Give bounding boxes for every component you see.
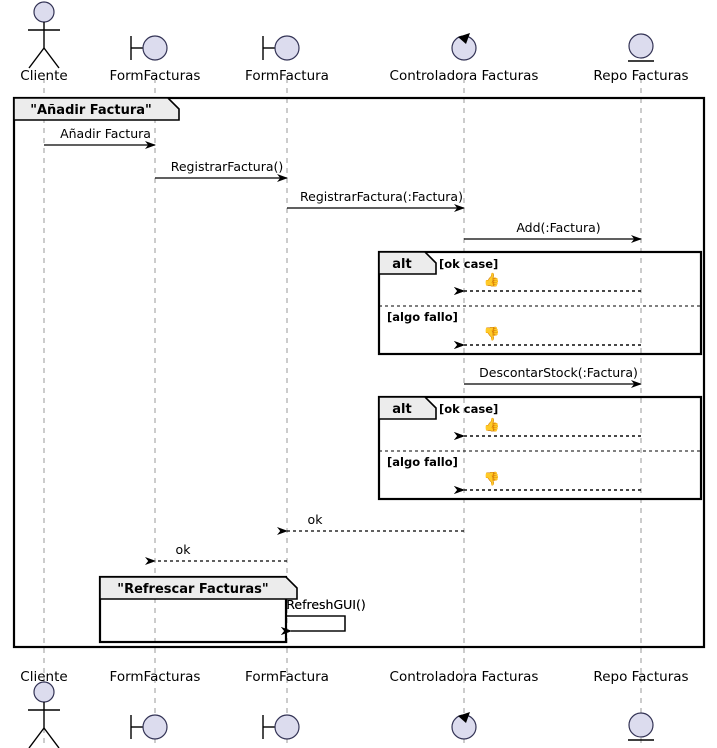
boundary-circle <box>274 35 300 61</box>
message-label: RegistrarFactura() <box>171 159 284 174</box>
fragment-border <box>12 96 706 649</box>
participant-name-foot-repo[interactable]: Repo Facturas <box>593 669 688 685</box>
message-m12[interactable]: RefreshGUI() <box>281 597 366 635</box>
actor-leg-right <box>43 47 60 69</box>
thumbs-up-icon: 👍 <box>484 272 500 288</box>
participant-name-cliente[interactable]: Cliente <box>20 68 67 84</box>
fragment-header-tab <box>99 576 298 600</box>
participant-foot-icon-controladora <box>451 712 477 740</box>
participant-head-icon-formfactura <box>262 35 300 61</box>
fragment-operator-label: alt <box>392 402 411 417</box>
message-label: ok <box>308 512 324 527</box>
boundary-circle <box>274 714 300 740</box>
entity-circle <box>628 712 654 738</box>
message-label: Añadir Factura <box>60 126 151 141</box>
fragment-guard-label: [ok case] <box>439 257 498 271</box>
message-label: ok <box>176 542 192 557</box>
participant-foot-icon-formfacturas <box>130 714 168 740</box>
participant-name-foot-formfacturas[interactable]: FormFacturas <box>110 669 201 685</box>
message-m2[interactable]: RegistrarFactura() <box>155 159 288 182</box>
message-m3[interactable]: RegistrarFactura(:Factura) <box>287 189 465 212</box>
participant-head-icon-formfacturas <box>130 35 168 61</box>
fragment-border <box>377 250 703 356</box>
participant-name-formfactura[interactable]: FormFactura <box>245 68 329 84</box>
fragment-frag-anadir-factura: "Añadir Factura" <box>12 96 706 649</box>
participant-head-icon-repo <box>628 33 654 62</box>
message-self-line <box>281 615 346 635</box>
message-label: DescontarStock(:Factura) <box>479 365 638 380</box>
message-m4[interactable]: Add(:Factura) <box>464 220 642 243</box>
message-m9[interactable]: 👎 <box>454 471 641 494</box>
message-label: RefreshGUI() <box>286 597 365 612</box>
participant-name-foot-formfactura[interactable]: FormFactura <box>245 669 329 685</box>
boundary-circle <box>142 714 168 740</box>
message-self-line <box>281 615 346 635</box>
participant-name-foot-cliente[interactable]: Cliente <box>20 669 67 685</box>
participant-head-icon-controladora <box>451 33 477 61</box>
fragment-header-tab <box>378 396 437 420</box>
fragment-guard-label: [algo fallo] <box>387 310 458 324</box>
participant-head-icon-cliente <box>28 1 60 69</box>
message-m7[interactable]: DescontarStock(:Factura) <box>464 365 642 388</box>
fragment-guard-label: [ok case] <box>439 402 498 416</box>
message-m5[interactable]: 👍 <box>454 272 641 295</box>
message-label: RefreshGUI() <box>286 597 365 612</box>
participant-foot-icon-cliente <box>28 681 60 748</box>
boundary-circle <box>142 35 168 61</box>
thumbs-down-icon: 👎 <box>484 471 500 487</box>
message-m6[interactable]: 👎 <box>454 326 641 349</box>
message-m11[interactable]: ok <box>145 542 287 565</box>
participant-name-controladora[interactable]: Controladora Facturas <box>390 68 539 84</box>
fragment-operator-label: alt <box>392 257 411 272</box>
message-label: Add(:Factura) <box>516 220 600 235</box>
thumbs-up-icon: 👍 <box>484 272 500 288</box>
message-m1[interactable]: Añadir Factura <box>44 126 156 149</box>
actor-leg-left <box>28 727 45 748</box>
fragment-frag-alt-1: alt [ok case] [algo fallo] <box>377 250 703 356</box>
thumbs-down-icon: 👎 <box>484 326 500 342</box>
participant-name-formfacturas[interactable]: FormFacturas <box>110 68 201 84</box>
actor-leg-right <box>43 727 60 748</box>
fragment-operator-label: "Refrescar Facturas" <box>117 582 268 597</box>
message-label: RegistrarFactura(:Factura) <box>300 189 463 204</box>
fragment-header-tab <box>13 97 180 121</box>
thumbs-down-icon: 👎 <box>484 471 500 487</box>
thumbs-up-icon: 👍 <box>484 417 500 433</box>
actor-head-icon <box>33 1 55 23</box>
message-m8[interactable]: 👍 <box>454 417 641 440</box>
participant-name-foot-controladora[interactable]: Controladora Facturas <box>390 669 539 685</box>
message-m8[interactable]: 👍 <box>454 417 641 440</box>
fragment-operator-label: "Añadir Factura" <box>30 103 152 118</box>
control-arrow-icon <box>458 33 470 44</box>
fragment-frag-refrescar-facturas: "Refrescar Facturas" <box>98 575 298 644</box>
control-arrow-icon <box>458 712 470 723</box>
participant-foot-icon-formfactura <box>262 714 300 740</box>
fragment-header-tab <box>378 251 437 275</box>
thumbs-down-icon: 👎 <box>484 326 500 342</box>
fragment-frag-alt-2: alt [ok case] [algo fallo] <box>377 395 703 501</box>
participant-name-repo[interactable]: Repo Facturas <box>593 68 688 84</box>
participant-foot-icon-repo <box>628 712 654 741</box>
actor-leg-left <box>28 47 45 69</box>
message-m6[interactable]: 👎 <box>454 326 641 349</box>
message-m10[interactable]: ok <box>277 512 464 535</box>
message-m9[interactable]: 👎 <box>454 471 641 494</box>
fragment-guard-label: [algo fallo] <box>387 455 458 469</box>
message-m5[interactable]: 👍 <box>454 272 641 295</box>
fragment-border <box>377 395 703 501</box>
entity-circle <box>628 33 654 59</box>
actor-head-icon <box>33 681 55 703</box>
thumbs-up-icon: 👍 <box>484 417 500 433</box>
